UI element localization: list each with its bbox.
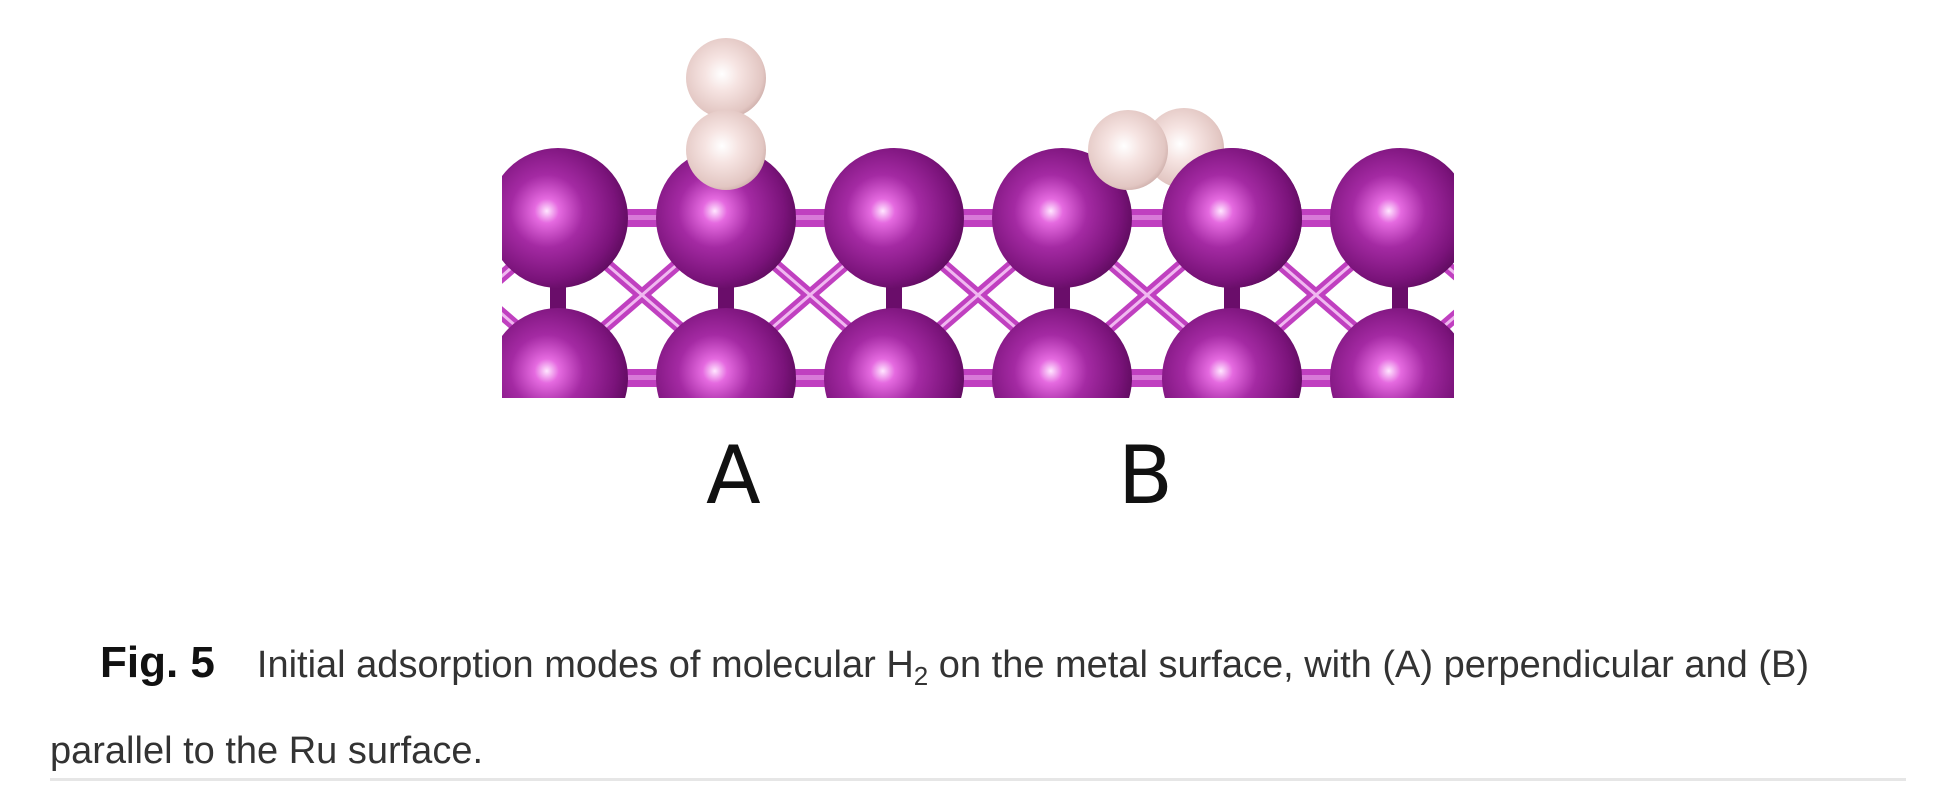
- caption-subscript: 2: [913, 661, 929, 691]
- panel-label-a: A: [706, 429, 761, 522]
- ru-atom-bottom-1: [656, 308, 796, 398]
- figure-5-image: [502, 38, 1454, 398]
- h-atom-a-upper: [686, 38, 766, 118]
- ru-bond-highlight: [502, 215, 1454, 220]
- ru-atom-top-5: [1330, 148, 1454, 288]
- ru-atom-top-0: [502, 148, 628, 288]
- ru-atom-top-1: [656, 148, 796, 288]
- h-atom-a-lower: [686, 110, 766, 190]
- caption-text-end: on the metal surface, with (A) perpendic…: [50, 644, 1810, 772]
- caption-divider: [50, 778, 1906, 781]
- ru-atom-bottom-2: [824, 308, 964, 398]
- panel-label-b: B: [1118, 429, 1173, 522]
- h-atom-b-front: [1088, 110, 1168, 190]
- ru-atom-bottom-0: [502, 308, 628, 398]
- ru-atom-top-2: [824, 148, 964, 288]
- ru-bond-highlight: [502, 375, 1454, 380]
- figure-caption: Fig. 5 Initial adsorption modes of molecu…: [50, 620, 1910, 794]
- ru-atom-bottom-4: [1162, 308, 1302, 398]
- ru-atom-bottom-5: [1330, 308, 1454, 398]
- ru-atom-top-3: [992, 148, 1132, 288]
- ru-atom-bottom-3: [992, 308, 1132, 398]
- ru-atom-top-overlap: [1162, 148, 1302, 288]
- figure-number: Fig. 5: [100, 638, 215, 687]
- caption-text-start: Initial adsorption modes of molecular H: [256, 644, 914, 686]
